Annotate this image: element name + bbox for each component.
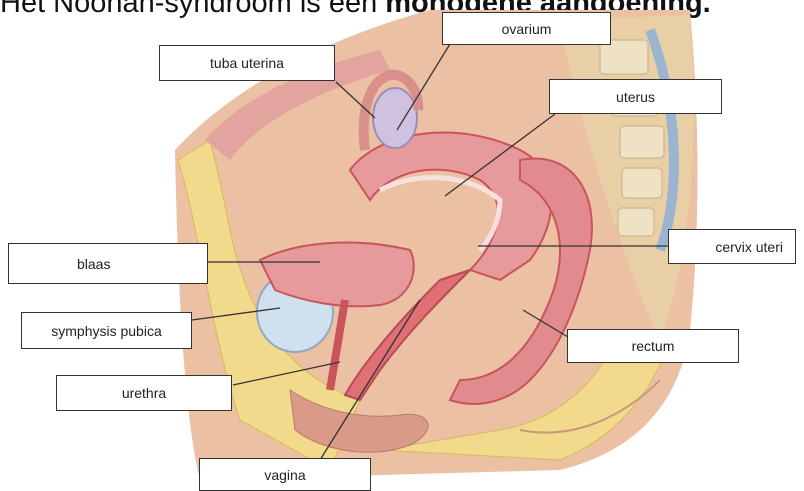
ovary-shape (373, 88, 417, 148)
label-tuba-uterina: tuba uterina (159, 45, 335, 81)
label-uterus: uterus (549, 79, 722, 114)
label-urethra: urethra (56, 375, 232, 411)
label-cervix-uteri: cervix uteri (668, 229, 796, 264)
label-blaas: blaas (8, 243, 208, 284)
label-ovarium: ovarium (442, 12, 611, 45)
label-vagina: vagina (199, 458, 371, 491)
label-rectum: rectum (567, 329, 739, 363)
label-symphysis-pubica: symphysis pubica (21, 312, 192, 349)
